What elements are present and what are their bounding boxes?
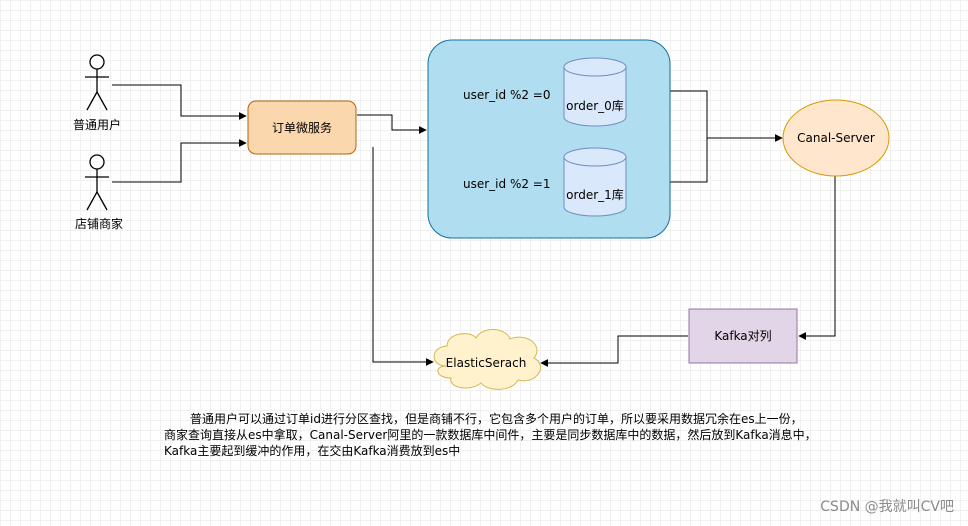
- shard-rule-0-label: user_id %2 =0: [463, 88, 550, 102]
- csdn-watermark: CSDN @我就叫CV吧: [820, 499, 954, 515]
- edge-service-to-es: [372, 147, 434, 366]
- shop-actor-icon: [85, 154, 109, 211]
- kafka-queue-box: [688, 308, 798, 364]
- edges: [112, 84, 836, 367]
- order-0-database-label: order_0库: [566, 98, 624, 113]
- order-0-database-icon: [563, 57, 627, 127]
- order-1-database-icon: [563, 147, 627, 217]
- edge-service-to-shard: [357, 114, 427, 134]
- kafka-queue-label: Kafka对列: [714, 329, 771, 343]
- order-1-database-label: order_1库: [566, 187, 624, 202]
- shard-container: [427, 39, 671, 239]
- edge-shop-to-service: [112, 139, 247, 183]
- elasticsearch-cloud-icon: [433, 329, 541, 390]
- description-line-3: Kafka主要起到缓冲的作用，在交由Kafka消费放到es中: [164, 444, 461, 458]
- description-paragraph: 普通用户可以通过订单id进行分区查找，但是商铺不行，它包含多个用户的订单，所以要…: [164, 411, 864, 459]
- edge-user-to-service: [112, 84, 247, 120]
- description-line-1: 普通用户可以通过订单id进行分区查找，但是商铺不行，它包含多个用户的订单，所以要…: [190, 412, 803, 426]
- order-service-box: [247, 100, 357, 155]
- user-actor-icon: [85, 54, 109, 111]
- canal-server-label: Canal-Server: [797, 131, 875, 145]
- edge-kafka-to-es: [540, 335, 688, 367]
- shard-rule-1-label: user_id %2 =1: [463, 177, 550, 191]
- shop-actor-label: 店铺商家: [75, 216, 123, 231]
- elasticsearch-label: ElasticSerach: [446, 356, 527, 370]
- order-service-label: 订单微服务: [272, 120, 332, 135]
- edge-canal-to-kafka: [798, 176, 836, 340]
- canal-server-node: [782, 99, 890, 177]
- description-line-2: 商家查询直接从es中拿取，Canal-Server阿里的一款数据库中间件，主要是…: [164, 428, 817, 442]
- user-actor-label: 普通用户: [73, 117, 121, 132]
